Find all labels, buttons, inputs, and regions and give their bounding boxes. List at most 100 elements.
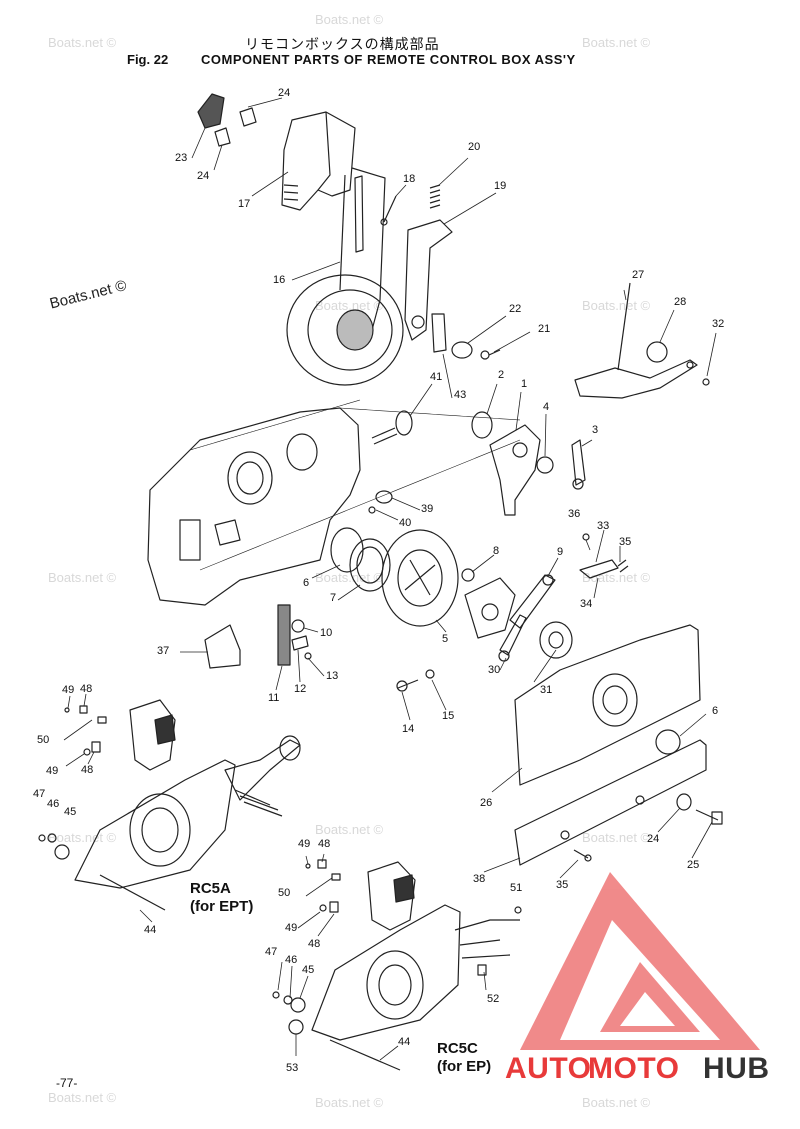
watermark: Boats.net © — [582, 298, 651, 313]
part-label: 18 — [403, 173, 416, 185]
logo-text-auto: AUTO — [505, 1052, 592, 1085]
part-label: 45 — [64, 806, 77, 818]
part-screw-36 — [582, 533, 590, 541]
watermark: Boats.net © — [315, 570, 384, 585]
part-label: 33 — [597, 520, 610, 532]
part-label: 48 — [308, 938, 321, 950]
part-washer-22 — [451, 341, 473, 359]
part-link-9 — [509, 574, 556, 629]
part-throttle-arm — [574, 282, 698, 399]
part-washer-4 — [536, 456, 554, 474]
part-label: 48 — [80, 683, 93, 695]
part-label: 15 — [442, 710, 455, 722]
part-label: 24 — [197, 170, 210, 182]
part-label: 32 — [712, 318, 725, 330]
part-label: 50 — [37, 734, 50, 746]
part-plate-12 — [291, 635, 309, 651]
part-bracket-39 — [204, 624, 241, 669]
part-plate-50b — [331, 873, 341, 881]
part-label: 39 — [421, 503, 434, 515]
part-label: 4 — [543, 401, 550, 413]
part-label: 26 — [480, 797, 493, 809]
part-label: 10 — [320, 627, 333, 639]
part-ring-7 — [349, 538, 391, 592]
leader-lines — [63, 97, 717, 1061]
part-ring-6 — [330, 527, 364, 573]
part-link-30 — [498, 614, 527, 662]
part-label: 53 — [286, 1062, 299, 1074]
part-label: 6 — [712, 705, 719, 717]
part-label: 3 — [592, 424, 599, 436]
part-screw-51 — [514, 906, 522, 914]
part-washer-26 — [676, 793, 692, 811]
part-washer-41 — [375, 490, 393, 504]
part-label: 25 — [687, 859, 700, 871]
part-label: 49 — [62, 684, 75, 696]
page-number: -77- — [56, 1076, 78, 1090]
japanese-title: リモコンボックスの構成部品 — [245, 37, 440, 53]
part-label: 13 — [326, 670, 339, 682]
part-roller-8 — [461, 568, 475, 582]
part-label: 48 — [318, 838, 331, 850]
part-bearing-2 — [471, 411, 493, 439]
part-lever-cover — [281, 111, 356, 211]
part-label: 7 — [330, 592, 337, 604]
part-label: 2 — [498, 369, 505, 381]
part-friction-strip-11 — [277, 604, 291, 666]
part-nut-47b — [272, 991, 280, 999]
part-label: 5 — [442, 633, 449, 645]
part-screw-21 — [480, 349, 501, 360]
part-label: 28 — [674, 296, 687, 308]
part-label: 17 — [238, 198, 251, 210]
part-spring — [429, 184, 441, 209]
watermark: Boats.net © — [48, 570, 117, 585]
part-label: 9 — [557, 546, 564, 558]
part-plate-50 — [97, 716, 107, 724]
part-bushing-48c — [317, 859, 327, 869]
part-screw-18 — [380, 195, 397, 226]
part-label: 24 — [278, 87, 291, 99]
watermark: Boats.net © — [48, 1090, 117, 1105]
logo-text-hub: HUB — [703, 1052, 770, 1085]
part-control-lever — [286, 167, 404, 386]
part-label: 46 — [47, 798, 60, 810]
part-clip-34 — [579, 559, 619, 579]
part-label: 23 — [175, 152, 188, 164]
part-bushing-45b — [290, 997, 306, 1013]
part-side-cover — [514, 624, 701, 786]
part-gear-disc — [381, 529, 459, 627]
part-label: 40 — [399, 517, 412, 529]
part-label: 35 — [556, 879, 569, 891]
part-label: 12 — [294, 683, 307, 695]
part-label: 44 — [144, 924, 157, 936]
part-label: 19 — [494, 180, 507, 192]
part-label: 35 — [619, 536, 632, 548]
part-label: 47 — [265, 946, 278, 958]
part-label: 30 — [488, 664, 501, 676]
watermark: Boats.net © — [582, 570, 651, 585]
diagram-title: COMPONENT PARTS OF REMOTE CONTROL BOX AS… — [201, 52, 576, 67]
remote-box-rc5c — [311, 861, 520, 1071]
part-bushing-45 — [54, 844, 70, 860]
part-label: 8 — [493, 545, 500, 557]
part-label: 37 — [157, 645, 170, 657]
part-bushing-48b — [91, 741, 101, 753]
part-label: 41 — [430, 371, 443, 383]
part-label: 21 — [538, 323, 551, 335]
part-main-housing — [147, 407, 361, 606]
part-label: 49 — [285, 922, 298, 934]
part-label: 14 — [402, 723, 415, 735]
part-base-plate — [514, 739, 707, 866]
part-label: 34 — [580, 598, 593, 610]
part-label: 50 — [278, 887, 291, 899]
watermark: Boats.net © — [315, 298, 384, 313]
part-label: 48 — [81, 764, 94, 776]
remote-box-rc5a — [74, 699, 301, 911]
watermark: Boats.net © — [315, 822, 384, 837]
figure-label: Fig. 22 — [127, 52, 169, 67]
part-bolt-25 — [695, 809, 723, 825]
part-pin-49b — [83, 748, 91, 756]
part-bushing-10 — [291, 619, 305, 633]
watermark: Boats.net © — [48, 35, 117, 50]
